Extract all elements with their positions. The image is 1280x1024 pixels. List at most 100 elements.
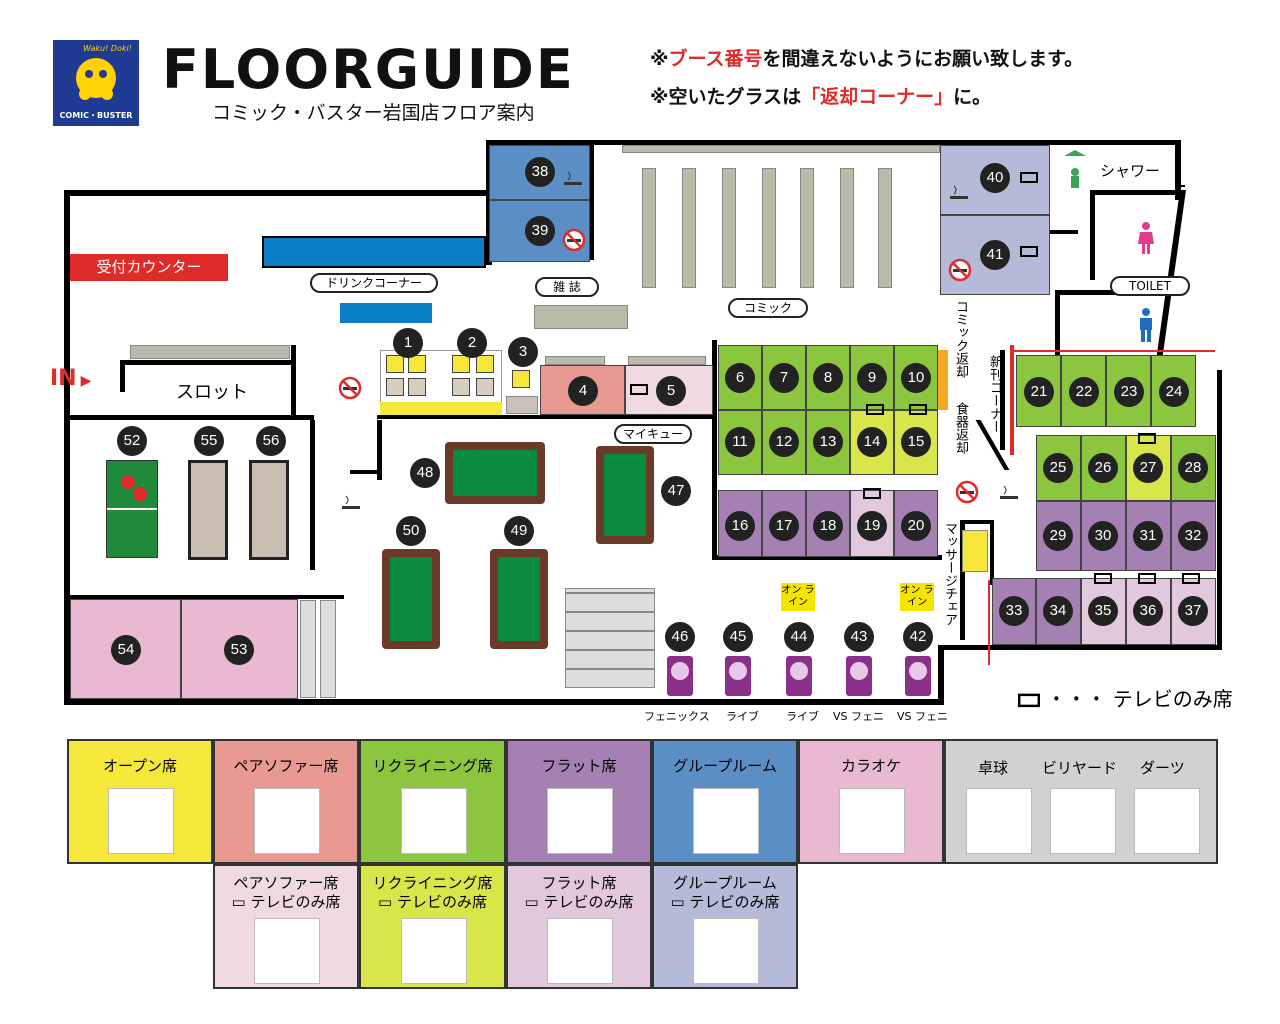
seat-55[interactable] [188, 460, 228, 560]
dart-label: ライブ [726, 710, 759, 723]
wall [64, 699, 944, 705]
wall [1055, 290, 1060, 380]
seat-number: 36 [1133, 596, 1163, 626]
dart-machine-46[interactable] [667, 656, 693, 696]
tv-icon [1020, 246, 1038, 257]
wall [990, 520, 994, 585]
armchair-icon [108, 788, 174, 854]
tv-icon [863, 488, 881, 499]
paddle-icon [966, 788, 1032, 854]
wall [1180, 185, 1185, 187]
table [408, 378, 426, 396]
logo-text-bottom: COMIC・BUSTER [59, 111, 133, 120]
tv-icon [1018, 693, 1040, 707]
stool-grid [565, 588, 655, 688]
seat-number: 40 [980, 163, 1010, 193]
drink-counter [340, 303, 432, 323]
tv-icon [1020, 172, 1038, 183]
wall [377, 420, 382, 480]
seat-number: 7 [769, 363, 799, 393]
page-title: FLOORGUIDE [162, 38, 575, 101]
table-tennis-table[interactable] [106, 460, 158, 558]
divider-line [1010, 345, 1014, 455]
seat-3[interactable] [512, 370, 530, 388]
seat-number: 27 [1133, 453, 1163, 483]
seat-number: 25 [1043, 453, 1073, 483]
wall [712, 340, 717, 560]
wall [291, 345, 296, 415]
wall [938, 645, 944, 705]
mascot-icon [76, 58, 116, 100]
recliner-icon [400, 788, 467, 854]
billiard-table-47[interactable] [596, 446, 654, 544]
table [452, 378, 470, 396]
tv-icon [909, 404, 927, 415]
seat-1[interactable] [408, 355, 426, 373]
billiard-table-49[interactable] [490, 549, 548, 649]
dart-label: ライブ [786, 710, 819, 723]
seat-number: 1 [393, 328, 423, 358]
seat-number: 45 [723, 622, 753, 652]
no-smoking-icon [562, 228, 586, 252]
seat-number: 29 [1043, 521, 1073, 551]
seat-number: 11 [725, 427, 755, 457]
seat-2[interactable] [452, 355, 470, 373]
legend-recliner-tv: リクライニング席▭ テレビのみ席 [359, 864, 506, 989]
recliner-icon [400, 918, 467, 984]
tv-icon [630, 384, 648, 395]
wall [960, 520, 992, 524]
paddle-icon [121, 475, 135, 489]
dart-label: VS フェニ [833, 710, 885, 723]
table [476, 378, 494, 396]
male-toilet-icon [1138, 308, 1154, 346]
dart-machine-45[interactable] [725, 656, 751, 696]
seat-number: 12 [769, 427, 799, 457]
seat-number: 42 [903, 622, 933, 652]
wall [1090, 190, 1185, 195]
mat-icon [547, 788, 613, 854]
legend-flat-tv: フラット席▭ テレビのみ席 [506, 864, 652, 989]
wall [64, 595, 344, 599]
mycue-label: マイキュー [614, 424, 692, 444]
wall [350, 470, 380, 474]
comic-shelf [642, 168, 656, 288]
wall [64, 415, 314, 420]
wall [64, 190, 489, 196]
table [386, 378, 404, 396]
dish-return-label: 食器返却 [953, 402, 968, 454]
dart-machine-42[interactable] [905, 656, 931, 696]
seat-number: 24 [1159, 377, 1189, 407]
seat-number: 16 [725, 511, 755, 541]
legend-recliner: リクライニング席 [359, 739, 506, 864]
new-release-label: 新刊コーナー [987, 355, 1002, 433]
seat-number: 21 [1024, 377, 1054, 407]
seat-number: 18 [813, 511, 843, 541]
wall [120, 360, 125, 392]
dart-machine-43[interactable] [846, 656, 872, 696]
dart-machine-44[interactable] [786, 656, 812, 696]
seat-2[interactable] [476, 355, 494, 373]
seat-number: 56 [256, 426, 286, 456]
slot-label: スロット [176, 382, 248, 403]
table-icon [693, 788, 759, 854]
comic-shelf [840, 168, 854, 288]
microphone-icon [839, 788, 905, 854]
seat-number: 44 [784, 622, 814, 652]
seat-1[interactable] [386, 355, 404, 373]
billiard-table-50[interactable] [382, 549, 440, 649]
sofa-icon [254, 788, 320, 854]
seat-56[interactable] [249, 460, 289, 560]
wall [1217, 370, 1222, 650]
wall [960, 520, 965, 640]
seat-number: 3 [508, 337, 538, 367]
seat-number: 53 [224, 635, 254, 665]
mat-icon [547, 918, 613, 984]
seat-number: 50 [396, 516, 426, 546]
wall [712, 555, 942, 560]
seat-number: 48 [410, 458, 440, 488]
stool [320, 600, 336, 698]
billiards-label: ビリヤード [1042, 759, 1118, 777]
smoking-icon [950, 185, 968, 199]
notice-2: ※空いたグラスは「返却コーナー」に。 [650, 86, 992, 108]
billiard-table-48[interactable] [445, 442, 545, 504]
